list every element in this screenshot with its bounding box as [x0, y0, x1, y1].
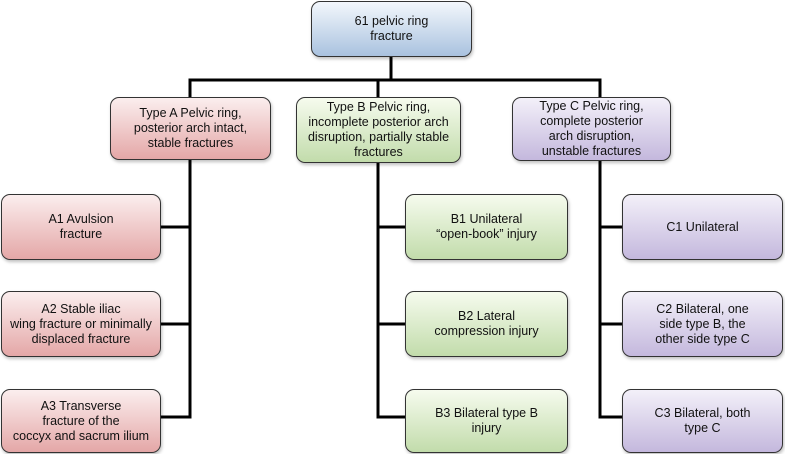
- c1-node: C1 Unilateral: [622, 194, 783, 260]
- type-c-node: Type C Pelvic ring, complete posterior a…: [512, 97, 671, 161]
- root-node: 61 pelvic ring fracture: [311, 1, 472, 57]
- b3-node: B3 Bilateral type B injury: [405, 389, 568, 453]
- b1-node: B1 Unilateral “open-book” injury: [405, 194, 568, 260]
- a2-node: A2 Stable iliac wing fracture or minimal…: [1, 291, 161, 357]
- type-a-node: Type A Pelvic ring, posterior arch intac…: [110, 97, 271, 160]
- c2-node: C2 Bilateral, one side type B, the other…: [622, 291, 783, 357]
- a1-node: A1 Avulsion fracture: [1, 194, 161, 260]
- c3-node: C3 Bilateral, both type C: [622, 389, 783, 453]
- type-b-node: Type B Pelvic ring, incomplete posterior…: [296, 97, 461, 163]
- a3-node: A3 Transverse fracture of the coccyx and…: [1, 389, 161, 453]
- b2-node: B2 Lateral compression injury: [405, 291, 568, 357]
